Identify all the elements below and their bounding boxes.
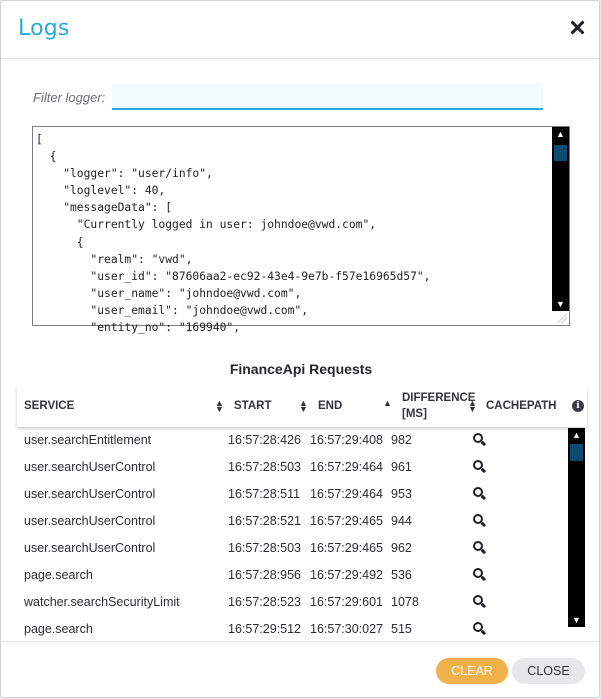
section-title: FinanceApi Requests — [229, 361, 373, 377]
column-header-service[interactable]: SERVICE — [24, 385, 224, 427]
cell-service: page.search — [24, 622, 93, 636]
column-header-end[interactable]: END — [318, 385, 388, 427]
log-scrollbar[interactable]: ▲ ▼ — [552, 127, 569, 311]
sort-icon[interactable]: ▲▼ — [299, 398, 308, 414]
table-row[interactable]: user.searchUserControl 16:57:28:511 16:57:… — [17, 481, 567, 508]
search-icon[interactable] — [473, 460, 487, 474]
log-output-text: [ { "logger": "user/info", "loglevel": 4… — [36, 133, 431, 335]
table-scrollbar[interactable]: ▲ ▼ — [568, 428, 585, 627]
cell-difference: 515 — [391, 622, 412, 636]
cell-start: 16:57:28:521 — [228, 514, 301, 528]
column-header-cachepath[interactable]: CACHEPATH — [486, 385, 566, 427]
cell-end: 16:57:29:464 — [310, 460, 383, 474]
cell-start: 16:57:28:503 — [228, 541, 301, 555]
log-output-textarea[interactable]: [ { "logger": "user/info", "loglevel": 4… — [32, 126, 570, 334]
close-icon[interactable] — [566, 17, 588, 39]
table-row[interactable]: page.search 16:57:28:956 16:57:29:492 536 — [17, 562, 567, 589]
column-header-start[interactable]: START — [234, 385, 304, 427]
cell-end: 16:57:29:465 — [310, 541, 383, 555]
table-row[interactable]: page.search 16:57:29:512 16:57:30:027 515 — [17, 616, 567, 643]
resize-handle-icon[interactable] — [557, 313, 567, 323]
cell-end: 16:57:29:408 — [310, 433, 383, 447]
cell-difference: 536 — [391, 568, 412, 582]
cell-start: 16:57:28:511 — [228, 487, 301, 501]
cell-start: 16:57:28:503 — [228, 460, 301, 474]
cell-service: page.search — [24, 568, 93, 582]
search-icon[interactable] — [473, 595, 487, 609]
dialog-footer — [1, 641, 599, 699]
cell-difference: 962 — [391, 541, 412, 555]
table-header: SERVICE ▲▼ START ▲▼ END ▲ DIFFERENCE [MS… — [17, 385, 587, 427]
dialog-title: Logs — [18, 16, 70, 41]
cell-difference: 953 — [391, 487, 412, 501]
cell-service: user.searchUserControl — [24, 514, 156, 528]
sort-icon[interactable]: ▲▼ — [468, 398, 477, 414]
table-row[interactable]: user.searchUserControl 16:57:28:503 16:57:… — [17, 454, 567, 481]
scroll-thumb[interactable] — [554, 145, 567, 161]
cell-start: 16:57:28:956 — [228, 568, 301, 582]
column-header-difference[interactable]: DIFFERENCE [MS] — [402, 385, 475, 427]
cell-difference: 982 — [391, 433, 412, 447]
column-label: SERVICE — [24, 400, 75, 412]
table-row[interactable]: watcher.searchSecurityLimit 16:57:28:523 1… — [17, 589, 567, 616]
filter-logger-input[interactable] — [112, 83, 543, 110]
scroll-up-icon[interactable]: ▲ — [572, 430, 581, 440]
scroll-down-icon[interactable]: ▼ — [556, 299, 565, 309]
cell-end: 16:57:29:465 — [310, 514, 383, 528]
cell-end: 16:57:29:492 — [310, 568, 383, 582]
cell-service: user.searchUserControl — [24, 541, 156, 555]
table-row[interactable]: user.searchEntitlement 16:57:28:426 16:57:… — [17, 427, 567, 454]
requests-table-body: user.searchEntitlement 16:57:28:426 16:57:… — [17, 427, 567, 636]
table-row[interactable]: user.searchUserControl 16:57:28:503 16:57:… — [17, 535, 567, 562]
sort-icon[interactable]: ▲▼ — [215, 398, 224, 414]
cell-service: user.searchUserControl — [24, 460, 156, 474]
scroll-up-icon[interactable]: ▲ — [556, 129, 565, 139]
column-label: CACHEPATH — [486, 400, 557, 412]
filter-logger-label: Filter logger: — [33, 90, 106, 105]
column-label: START — [234, 400, 272, 412]
cell-service: user.searchEntitlement — [24, 433, 152, 447]
search-icon[interactable] — [473, 487, 487, 501]
column-label: DIFFERENCE [MS] — [402, 392, 476, 420]
column-label: END — [318, 400, 343, 412]
close-button[interactable]: CLOSE — [512, 658, 585, 684]
cell-service: user.searchUserControl — [24, 487, 156, 501]
cell-difference: 944 — [391, 514, 412, 528]
search-icon[interactable] — [473, 433, 487, 447]
scroll-thumb[interactable] — [570, 444, 583, 461]
search-icon[interactable] — [473, 514, 487, 528]
cell-service: watcher.searchSecurityLimit — [24, 595, 180, 609]
cell-start: 16:57:28:426 — [228, 433, 301, 447]
cell-difference: 1078 — [391, 595, 419, 609]
clear-button[interactable]: CLEAR — [436, 658, 508, 684]
search-icon[interactable] — [473, 568, 487, 582]
sort-ascending-icon[interactable]: ▲ — [383, 398, 392, 408]
cell-end: 16:57:29:601 — [310, 595, 383, 609]
cell-end: 16:57:30:027 — [310, 622, 383, 636]
cell-start: 16:57:28:523 — [228, 595, 301, 609]
cell-end: 16:57:29:464 — [310, 487, 383, 501]
table-row[interactable]: user.searchUserControl 16:57:28:521 16:57:… — [17, 508, 567, 535]
scroll-down-icon[interactable]: ▼ — [572, 615, 581, 625]
cell-start: 16:57:29:512 — [228, 622, 301, 636]
cell-difference: 961 — [391, 460, 412, 474]
search-icon[interactable] — [473, 541, 487, 555]
dialog-header: Logs — [1, 1, 599, 59]
search-icon[interactable] — [473, 622, 487, 636]
info-icon[interactable]: i — [572, 400, 584, 412]
